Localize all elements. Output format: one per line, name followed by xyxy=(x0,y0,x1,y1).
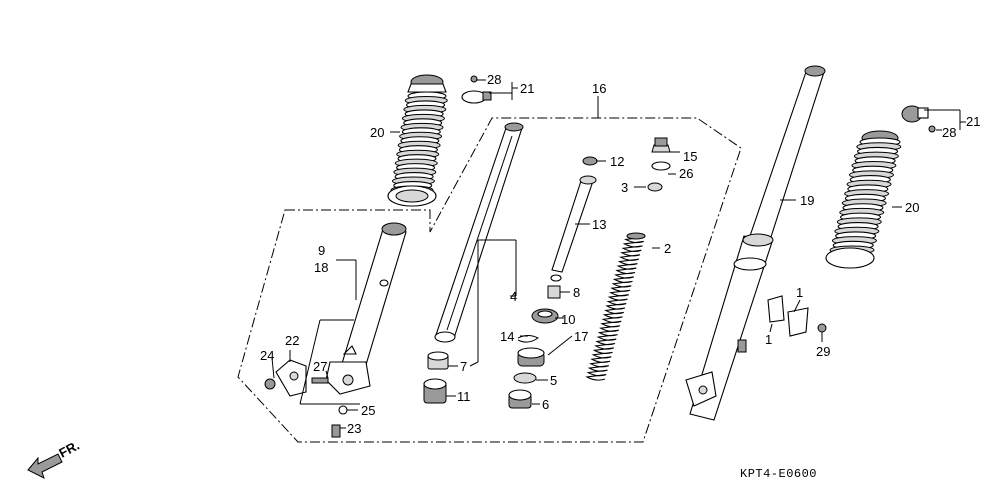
callout-22: 22 xyxy=(285,333,299,348)
callout-8: 8 xyxy=(573,285,580,300)
callout-21-right: 21 xyxy=(966,114,980,129)
callout-16: 16 xyxy=(592,81,606,96)
boot-clamp-top xyxy=(461,75,492,104)
callout-14: 14 xyxy=(500,329,514,344)
left-fork-slider xyxy=(325,222,407,395)
caliper-bracket xyxy=(264,359,348,438)
callout-6: 6 xyxy=(542,397,549,412)
bushing-guide xyxy=(423,378,447,404)
callout-20-left: 20 xyxy=(370,125,384,140)
callout-25: 25 xyxy=(361,403,375,418)
callout-1-top: 1 xyxy=(796,285,803,300)
assembly-outline xyxy=(237,117,742,443)
callout-28-right: 28 xyxy=(942,125,956,140)
callout-2: 2 xyxy=(664,241,671,256)
front-arrow-label: FR. xyxy=(56,438,82,461)
oil-seal-lower xyxy=(508,389,532,409)
callout-labels: 28 21 16 20 12 15 26 3 19 20 21 28 13 2 … xyxy=(260,72,980,436)
back-up-ring xyxy=(513,372,537,384)
callout-27: 27 xyxy=(313,359,327,374)
callout-21-top: 21 xyxy=(520,81,534,96)
diagram-code: KPT4-E0600 xyxy=(740,467,817,481)
fork-spring xyxy=(585,232,646,381)
boot-clamp-right xyxy=(901,105,936,133)
callout-10: 10 xyxy=(561,312,575,327)
fork-pipe xyxy=(434,122,524,343)
callout-5: 5 xyxy=(550,373,557,388)
callout-7: 7 xyxy=(460,359,467,374)
callout-1-bottom: 1 xyxy=(765,332,772,347)
callout-19: 19 xyxy=(800,193,814,208)
callout-15: 15 xyxy=(683,149,697,164)
hose-clip-bracket xyxy=(767,295,827,337)
damper-rod xyxy=(547,156,598,299)
callout-24: 24 xyxy=(260,348,274,363)
callout-11: 11 xyxy=(457,389,471,404)
callout-29: 29 xyxy=(816,344,830,359)
callout-18: 18 xyxy=(314,260,328,275)
oil-seal xyxy=(531,308,559,324)
callout-20-right: 20 xyxy=(905,200,919,215)
fork-boot-left xyxy=(387,74,448,207)
callout-12: 12 xyxy=(610,154,624,169)
leader-lines xyxy=(271,79,966,429)
callout-13: 13 xyxy=(592,217,606,232)
callout-28-top: 28 xyxy=(487,72,501,87)
bushing-slide xyxy=(427,351,449,370)
callout-17: 17 xyxy=(574,329,588,344)
callout-26: 26 xyxy=(679,166,693,181)
right-fork-assembly xyxy=(685,65,826,421)
callout-23: 23 xyxy=(347,421,361,436)
callout-4: 4 xyxy=(510,289,517,304)
fork-boot-right xyxy=(825,130,902,269)
callout-9: 9 xyxy=(318,243,325,258)
front-direction-arrow: FR. xyxy=(27,438,82,479)
dust-seal xyxy=(517,347,545,367)
callout-3: 3 xyxy=(621,180,628,195)
fork-cap-bolt xyxy=(647,137,671,192)
